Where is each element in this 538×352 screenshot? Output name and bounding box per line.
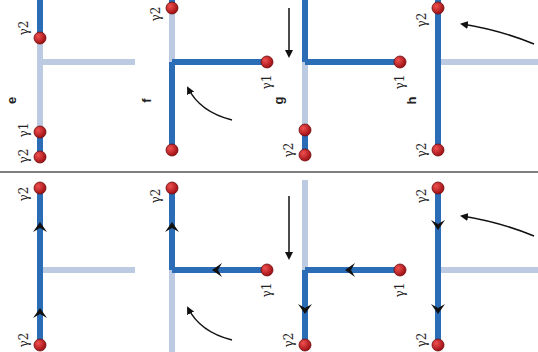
panel-letter: g xyxy=(272,97,285,105)
majorana-label: γ2 xyxy=(416,13,428,28)
majorana-label: γ2 xyxy=(150,7,162,22)
majorana-label: γ2 xyxy=(18,21,30,36)
majorana-label: γ2 xyxy=(416,189,428,204)
majorana-label: γ2 xyxy=(18,149,30,164)
majorana-label: γ1 xyxy=(394,283,406,298)
majorana-label: γ1 xyxy=(394,75,406,90)
majorana-label: γ1 xyxy=(261,75,273,90)
majorana-label: γ2 xyxy=(283,333,295,348)
majorana-label: γ2 xyxy=(18,333,30,348)
majorana-label: γ2 xyxy=(416,143,428,158)
majorana-label: γ2 xyxy=(283,143,295,158)
panel-letter: e xyxy=(5,97,18,104)
majorana-label: γ1 xyxy=(18,123,30,138)
majorana-label: γ2 xyxy=(18,187,30,202)
panel-letter: f xyxy=(140,98,153,102)
majorana-label: γ2 xyxy=(416,333,428,348)
majorana-label: γ2 xyxy=(150,189,162,204)
majorana-label: γ1 xyxy=(261,283,273,298)
panel-letter: h xyxy=(405,97,418,105)
